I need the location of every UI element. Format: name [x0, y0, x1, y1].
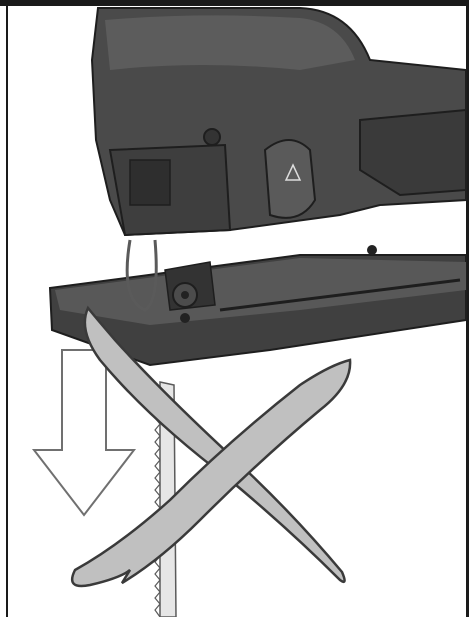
nose-recess	[129, 159, 171, 206]
lever-arrow	[284, 163, 302, 181]
base-hole-left	[180, 313, 190, 323]
cross-stroke-two	[70, 358, 352, 588]
shoe-top-surface	[55, 258, 466, 325]
lever-switch	[263, 139, 317, 219]
left-border-line	[6, 6, 8, 617]
handle-rear	[359, 108, 467, 197]
base-hole-right	[367, 245, 377, 255]
jigsaw-body	[90, 7, 467, 237]
guide-roller-hub	[181, 291, 189, 299]
right-border-line	[466, 6, 469, 617]
cross-stroke-one	[83, 305, 346, 583]
top-border-bar	[0, 0, 469, 6]
prohibition-cross	[70, 305, 352, 588]
shoe-slot	[219, 278, 461, 312]
housing-highlight	[105, 15, 355, 70]
wire-guard	[125, 239, 158, 312]
screw-head	[203, 128, 221, 146]
jigsaw-base-plate	[48, 239, 467, 367]
